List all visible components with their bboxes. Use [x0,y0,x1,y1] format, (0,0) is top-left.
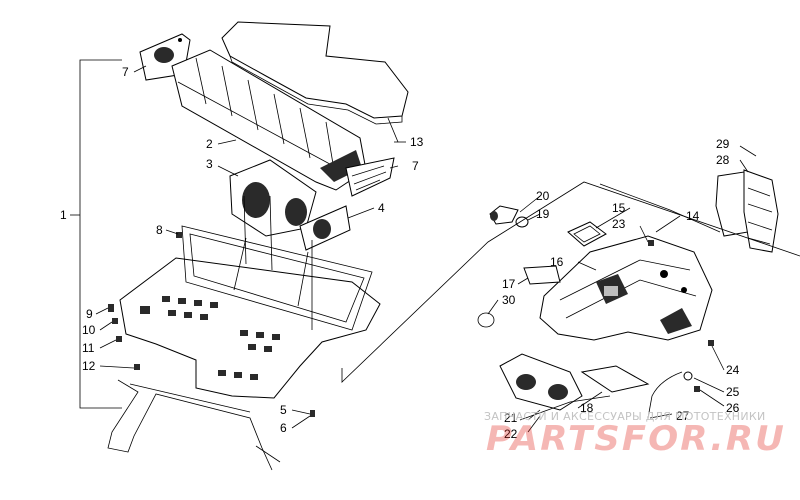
callout-23: 23 [612,217,626,231]
callout-18: 18 [580,401,594,415]
callout-10: 10 [82,323,96,337]
seal-4 [299,205,351,251]
callout-14: 14 [686,209,700,223]
callout-19: 19 [536,207,550,221]
fasteners-left [108,232,315,417]
callout-28: 28 [716,153,730,167]
airbox-cover [499,353,583,411]
callout-17: 17 [502,277,516,291]
airbox-body [539,235,713,341]
callout-5: 5 [280,403,287,417]
frame-bracket [107,379,281,471]
callout-4: 4 [378,201,385,215]
callout-16: 16 [550,255,564,269]
callout-6: 6 [280,421,287,435]
callout-12: 12 [82,359,96,373]
callout-8: 8 [156,223,163,237]
assembly-bracket [70,59,122,409]
callout-30: 30 [502,293,516,307]
clamp-30 [477,312,495,328]
seal-right [345,157,395,197]
intake-duct [171,49,367,191]
callout-21: 21 [504,411,518,425]
intake-boot [229,159,317,237]
callout-3: 3 [206,157,213,171]
hose-27 [647,371,683,419]
callout-2: 2 [206,137,213,151]
callout-7-top: 7 [122,65,129,79]
callout-15: 15 [612,201,626,215]
foam-18 [580,365,650,393]
callout-20: 20 [536,189,550,203]
callout-29: 29 [716,137,730,151]
callout-22: 22 [504,427,518,441]
callout-25: 25 [726,385,740,399]
watermark-brand: PARTSFOR.RU [486,419,786,459]
callout-26: 26 [726,401,740,415]
elbow-fittings [489,205,529,228]
callout-1: 1 [60,208,67,222]
callout-13: 13 [410,135,424,149]
callout-24: 24 [726,363,740,377]
callout-11: 11 [82,341,95,355]
leader-lines [95,65,757,433]
watermark: ЗАПЧАСТИ И АКСЕССУАРЫ ДЛЯ МОТОТЕХНИКИ PA… [484,410,786,459]
air-filter [715,169,779,253]
callout-9: 9 [86,307,93,321]
watermark-caption: ЗАПЧАСТИ И АКСЕССУАРЫ ДЛЯ МОТОТЕХНИКИ [484,410,766,423]
callout-27: 27 [676,409,690,423]
callout-7-right: 7 [412,159,419,173]
airbox-tray [119,195,381,399]
foam-pad [221,21,409,143]
bracket-17 [523,265,561,285]
